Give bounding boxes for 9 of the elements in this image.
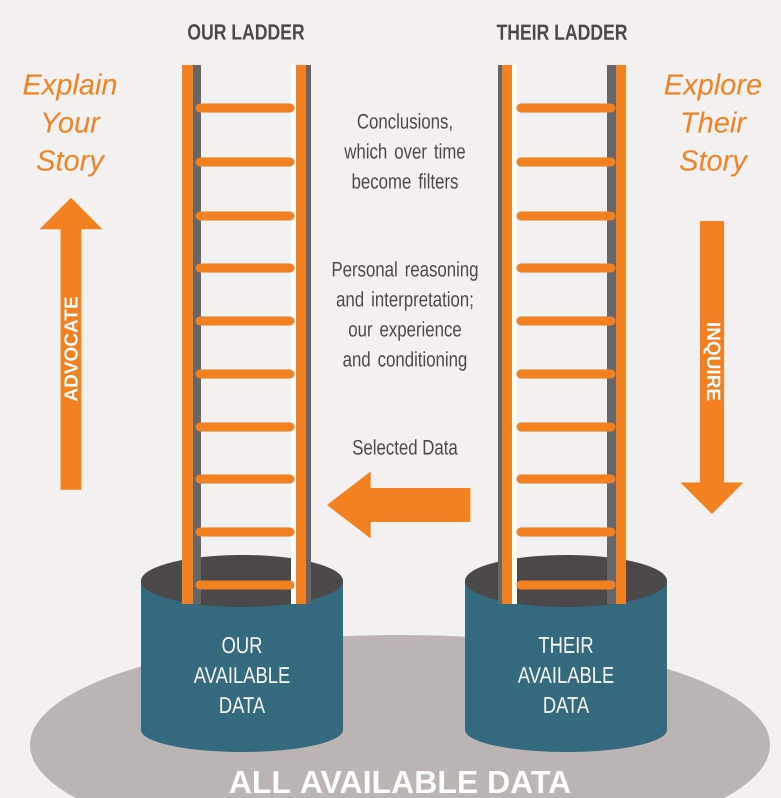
annotation-text: Conclusions, which over time become filters bbox=[344, 113, 465, 189]
node-label: OUR LADDER bbox=[188, 24, 304, 40]
node-label: THEIR LADDER bbox=[496, 24, 628, 40]
data-cylinder: THEIR AVAILABLE DATA bbox=[465, 555, 667, 752]
side-caption: Explain Your Story bbox=[23, 73, 116, 177]
data-cylinder: OUR AVAILABLE DATA bbox=[141, 555, 343, 752]
annotation-text: Personal reasoning and interpretation; our experience and conditioning bbox=[332, 261, 478, 371]
side-caption: Explore Their Story bbox=[664, 73, 762, 177]
edge-label: Selected Data bbox=[353, 439, 458, 455]
